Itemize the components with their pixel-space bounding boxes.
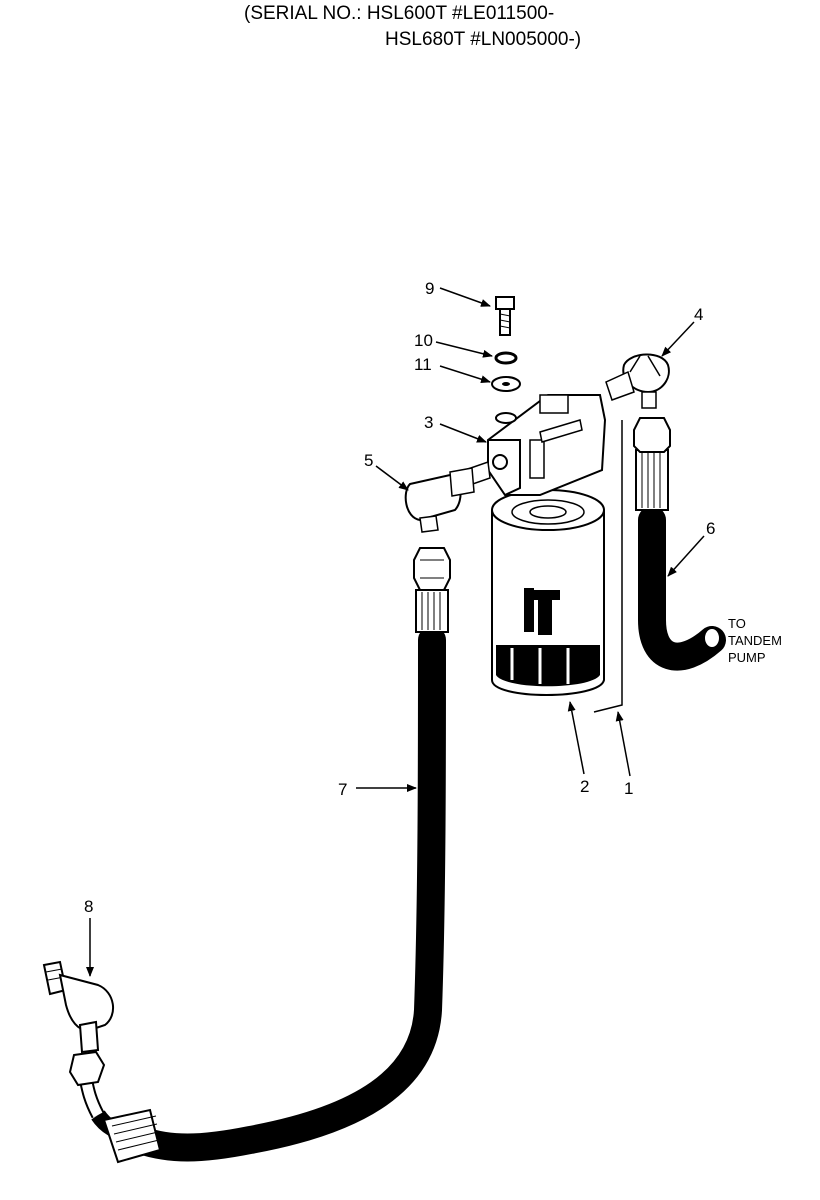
callout-7: 7: [338, 780, 347, 799]
hose-7: [79, 547, 451, 1164]
leader-lines: [86, 287, 705, 977]
callout-2: 2: [580, 777, 589, 796]
callout-3: 3: [424, 413, 433, 432]
elbow-fitting-8: [42, 960, 114, 1087]
bolt-9: [495, 296, 515, 336]
callout-11: 11: [414, 355, 432, 374]
serial-number-line-2: HSL680T #LN005000-): [385, 29, 582, 50]
assembly-bracket-1: [593, 420, 623, 713]
elbow-fitting-4: [605, 353, 670, 409]
callout-10: 10: [414, 331, 433, 350]
filter-element-2: [491, 489, 605, 696]
callout-8: 8: [84, 897, 93, 916]
brand-logo-icon: [530, 590, 560, 635]
filter-head-3: [464, 394, 607, 496]
note-line-to: TO: [728, 616, 746, 631]
hose-6: [633, 417, 726, 671]
serial-number-line-1: (SERIAL NO.: HSL600T #LE011500-: [244, 3, 555, 24]
callout-9: 9: [425, 279, 434, 298]
lock-washer-10: [494, 351, 518, 365]
callout-4: 4: [694, 305, 703, 324]
note-line-pump: PUMP: [728, 650, 766, 665]
callout-6: 6: [706, 519, 715, 538]
callout-1: 1: [624, 779, 633, 798]
callout-5: 5: [364, 451, 373, 470]
note-line-tandem: TANDEM: [728, 633, 782, 648]
elbow-fitting-5: [404, 467, 475, 533]
